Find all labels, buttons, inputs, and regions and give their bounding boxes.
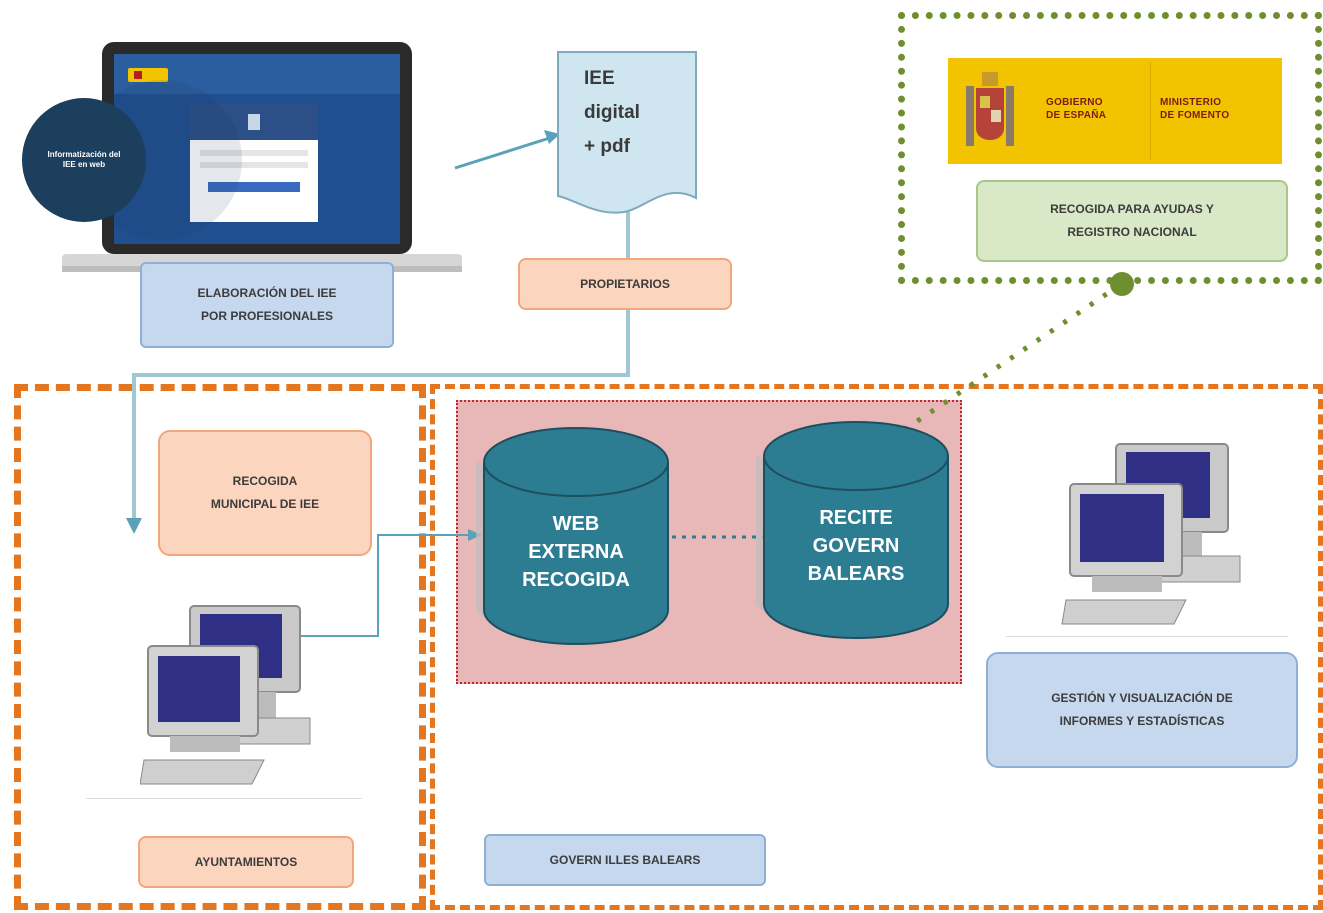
coat-of-arms-icon bbox=[966, 72, 1014, 146]
link-recite-to-ministry bbox=[902, 282, 1122, 433]
ayuntamientos-separator bbox=[86, 798, 362, 799]
laptop-overlay-text: Informatización del IEE en web bbox=[47, 150, 121, 169]
govern-separator bbox=[1006, 636, 1288, 637]
govern-region bbox=[430, 384, 1323, 910]
recogida-ayudas-box: RECOGIDA PARA AYUDAS Y REGISTRO NACIONAL bbox=[976, 180, 1288, 262]
laptop-overlay-circle: Informatización del IEE en web bbox=[22, 98, 146, 222]
govern-computers-icon bbox=[1061, 443, 1241, 625]
iee-document: IEE digital + pdf bbox=[556, 50, 698, 218]
ayuntamientos-region bbox=[14, 384, 426, 910]
document-line-1: IEE bbox=[584, 68, 615, 89]
arrowhead-document bbox=[544, 130, 560, 144]
document-line-3: + pdf bbox=[584, 136, 630, 157]
gestion-line-1: GESTIÓN Y VISUALIZACIÓN DE bbox=[1051, 691, 1233, 705]
recite-database: RECITE GOVERN BALEARS bbox=[756, 421, 949, 639]
recite-db-line-3: BALEARS bbox=[808, 563, 905, 585]
gestion-box: GESTIÓN Y VISUALIZACIÓN DE INFORMES Y ES… bbox=[986, 652, 1298, 768]
line-propietarios-to-ayuntamientos bbox=[132, 310, 630, 520]
recogida-municipal-line-1: RECOGIDA bbox=[232, 474, 298, 488]
logo-right-line-2: DE FOMENTO bbox=[1160, 110, 1230, 121]
ministry-connector-dot bbox=[1110, 272, 1134, 296]
logo-left-line-2: DE ESPAÑA bbox=[1046, 110, 1107, 121]
logo-right-line-1: MINISTERIO bbox=[1160, 97, 1222, 108]
elaboracion-line-2: POR PROFESIONALES bbox=[200, 309, 334, 323]
propietarios-box: PROPIETARIOS bbox=[518, 258, 732, 310]
recite-db-line-2: GOVERN bbox=[813, 535, 900, 557]
web-db-line-1: WEB bbox=[553, 513, 600, 535]
document-line-2: digital bbox=[584, 102, 640, 123]
arrow-laptop-to-document bbox=[454, 134, 557, 170]
govern-box: GOVERN ILLES BALEARS bbox=[484, 834, 766, 886]
web-database: WEB EXTERNA RECOGIDA bbox=[476, 427, 669, 645]
document-icon bbox=[557, 51, 697, 214]
ayuntamientos-label: AYUNTAMIENTOS bbox=[194, 854, 298, 869]
laptop-illustration: Informatización del IEE en web bbox=[22, 40, 462, 300]
recogida-municipal-line-2: MUNICIPAL DE IEE bbox=[210, 497, 320, 511]
logo-left-line-1: GOBIERNO bbox=[1046, 97, 1103, 108]
elaboracion-box: ELABORACIÓN DEL IEE POR PROFESIONALES bbox=[140, 262, 394, 348]
recogida-ayudas-line-1: RECOGIDA PARA AYUDAS Y bbox=[1050, 202, 1214, 216]
line-pc-to-web bbox=[282, 534, 478, 637]
recite-db-line-1: RECITE bbox=[819, 507, 892, 529]
web-db-line-3: RECOGIDA bbox=[522, 569, 630, 591]
gestion-line-2: INFORMES Y ESTADÍSTICAS bbox=[1059, 714, 1225, 728]
ayuntamientos-computers-icon bbox=[140, 605, 311, 785]
govern-label: GOVERN ILLES BALEARS bbox=[549, 852, 701, 867]
elaboracion-line-1: ELABORACIÓN DEL IEE bbox=[197, 286, 337, 300]
web-db-line-2: EXTERNA bbox=[528, 541, 624, 563]
propietarios-label: PROPIETARIOS bbox=[580, 276, 670, 291]
recogida-municipal-box: RECOGIDA MUNICIPAL DE IEE bbox=[158, 430, 372, 556]
arrowhead-web bbox=[468, 529, 482, 541]
ayuntamientos-box: AYUNTAMIENTOS bbox=[138, 836, 354, 888]
arrowhead-ayuntamientos bbox=[126, 518, 142, 534]
ministry-region bbox=[898, 12, 1322, 284]
recogida-ayudas-line-2: REGISTRO NACIONAL bbox=[1067, 225, 1197, 239]
logo-divider bbox=[1150, 62, 1151, 160]
ministry-logo: GOBIERNO DE ESPAÑA MINISTERIO DE FOMENTO bbox=[948, 58, 1282, 164]
